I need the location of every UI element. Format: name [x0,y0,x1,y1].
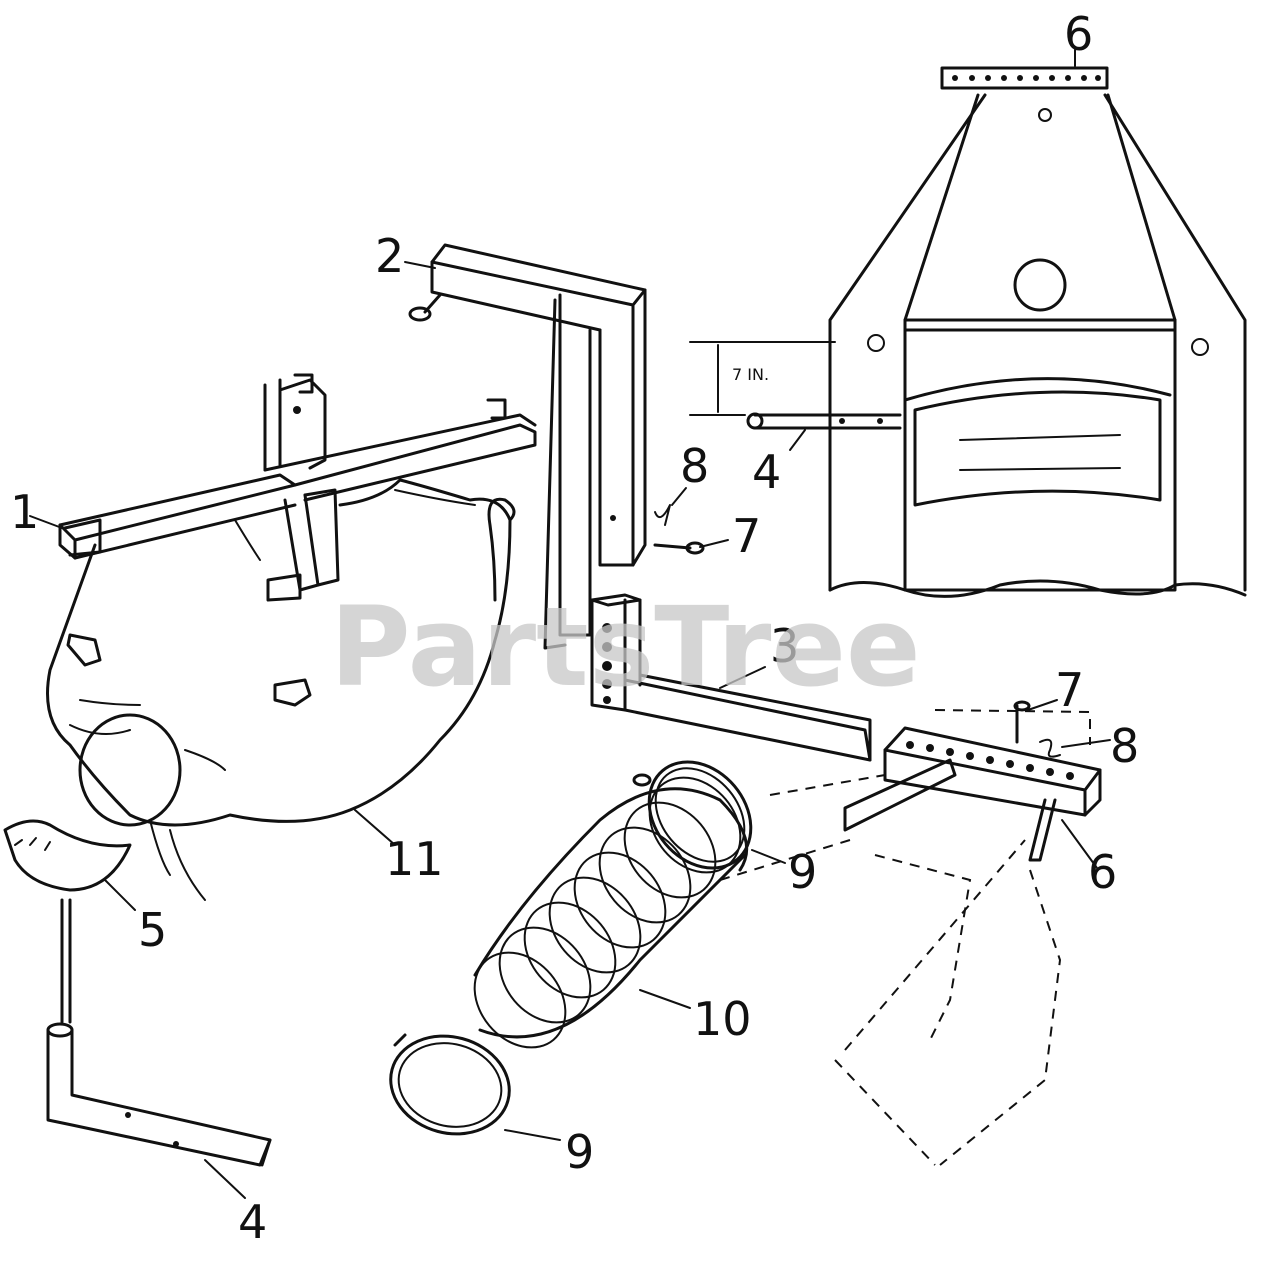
callout-9-lower: 9 [565,1125,594,1179]
measurement-label: 7 IN. [732,365,769,384]
part-2-l-bracket [408,243,647,650]
watermark: PartsTree [330,583,921,711]
callout-6-top: 6 [1064,7,1093,61]
callout-2: 2 [375,229,404,283]
callout-7-right: 7 [1055,663,1084,717]
callout-6-right: 6 [1088,845,1117,899]
part-7-8-pins-top [653,504,705,555]
leader-lines [29,49,1111,1199]
callout-7-top: 7 [732,509,761,563]
part-4-lower-rod [46,898,272,1167]
part-4-upper-rod [746,412,902,430]
part-6-right-bracket [843,700,1102,862]
part-11-bag [46,478,516,901]
part-9-lower-clamp [389,1033,511,1136]
measurement-indicator [689,341,836,416]
part-5-deflector [3,819,132,892]
callout-labels: 1 2 3 4 4 5 6 6 7 7 8 8 9 9 10 11 7 IN. [10,7,1139,1249]
tractor-outline-dashed [719,709,1091,1166]
part-9-upper-clamp [632,760,753,870]
callout-4-bottom: 4 [238,1195,267,1249]
callout-9-upper: 9 [788,845,817,899]
callout-8-right: 8 [1110,719,1139,773]
part-1-frame [58,373,537,602]
callout-11: 11 [385,832,444,886]
callout-5: 5 [138,903,167,957]
callout-10: 10 [693,992,752,1046]
part-3-bracket [590,593,872,762]
part-10-hose [473,776,749,1049]
part-6-upper-bracket [940,66,1109,90]
callout-1: 1 [10,485,39,539]
callout-3: 3 [770,619,799,673]
callout-4-top: 4 [752,445,781,499]
mower-housing [828,93,1247,598]
callout-8-top: 8 [680,439,709,493]
